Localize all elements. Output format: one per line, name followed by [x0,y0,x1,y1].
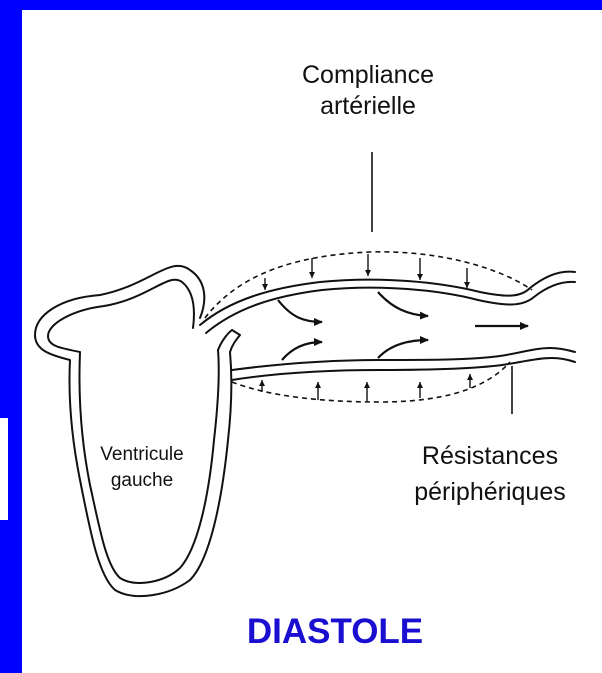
ventricle-inner-wall [48,280,232,583]
ventricle-label-line2: gauche [82,468,202,494]
resistance-label-line1: Résistances [390,438,590,474]
ventricle-label-line1: Ventricule [82,442,202,468]
compliance-label-line2: artérielle [268,91,468,122]
resistance-label: Résistances périphériques [390,438,590,510]
diagram-title: DIASTOLE [200,612,470,652]
compliance-label: Compliance artérielle [268,60,468,122]
flow-arrow-lower-2 [378,340,428,358]
aorta-upper-outer [200,272,575,325]
flow-arrow-upper-1 [278,300,322,322]
resistance-label-line2: périphériques [390,474,590,510]
compliance-label-line1: Compliance [268,60,468,91]
flow-arrow-lower-1 [282,342,322,360]
flow-arrow-upper-2 [378,292,428,316]
ventricle-outer-wall [35,266,240,596]
ventricle-label: Ventricule gauche [82,442,202,494]
aorta-lower-outer [232,358,575,380]
